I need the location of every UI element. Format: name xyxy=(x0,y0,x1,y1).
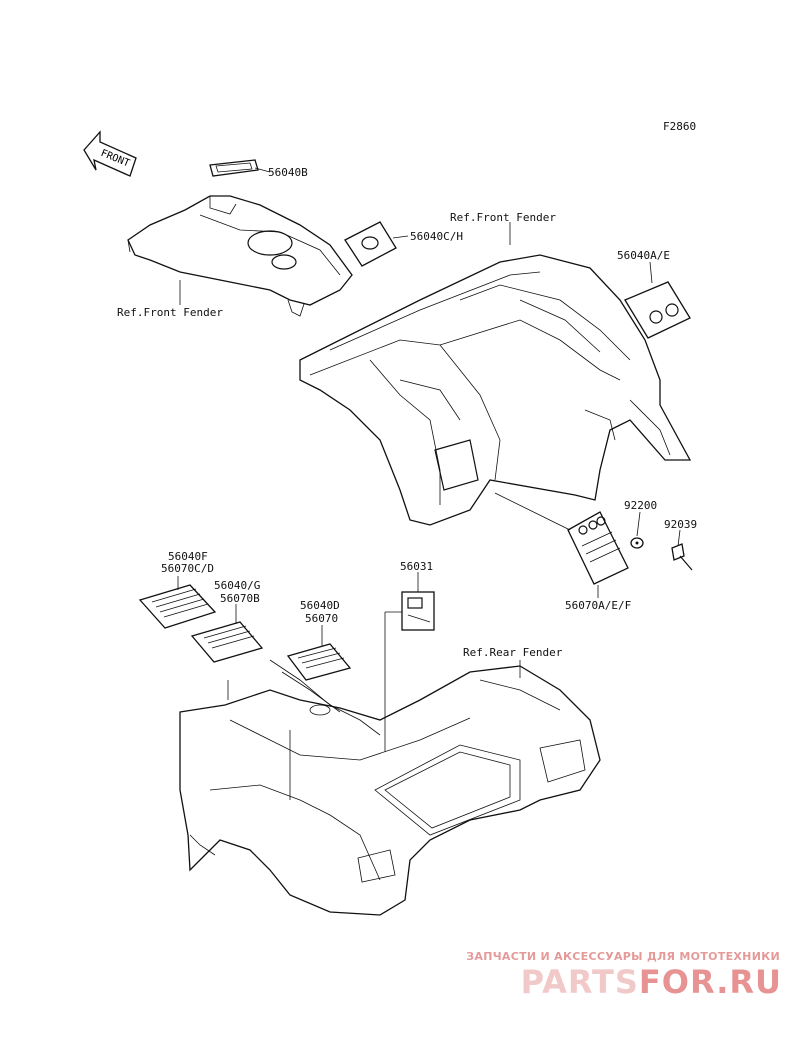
ref-front-fender-left: Ref.Front Fender xyxy=(117,306,223,319)
label-56040ch-part xyxy=(344,221,397,267)
part-number-56070aef: 56070A/E/F xyxy=(565,599,632,612)
ref-front-fender-top: Ref.Front Fender xyxy=(450,211,556,224)
label-56040ae-part xyxy=(624,281,691,339)
figure-code: F2860 xyxy=(663,120,697,133)
watermark-tagline: ЗАПЧАСТИ И АКСЕССУАРЫ ДЛЯ МОТОТЕХНИКИ xyxy=(466,950,780,963)
pad-56040g-part xyxy=(190,621,264,663)
front-arrow-icon: FRONT xyxy=(83,130,137,177)
part-number-56040g: 56040/G xyxy=(214,579,261,592)
rear-fender-part xyxy=(179,659,601,916)
label-56031-part xyxy=(401,591,435,631)
front-fender-main-part xyxy=(299,254,692,526)
part-number-56070cd: 56070C/D xyxy=(161,562,214,575)
part-number-92200: 92200 xyxy=(624,499,658,512)
part-number-56040f: 56040F xyxy=(168,550,208,563)
front-fender-cover-part xyxy=(127,195,353,317)
pad-56040f-part xyxy=(138,584,217,629)
pad-56040d-part xyxy=(286,643,352,681)
washer-92200-part xyxy=(630,537,644,549)
label-56070aef-part xyxy=(567,511,629,585)
screw-92039-part xyxy=(671,543,693,571)
part-number-56040ch: 56040C/H xyxy=(410,230,463,243)
part-number-56070: 56070 xyxy=(305,612,339,625)
watermark-logo: PARTSFOR.RU xyxy=(521,963,782,1001)
part-number-56040b: 56040B xyxy=(268,166,308,179)
part-number-56070b: 56070B xyxy=(220,592,260,605)
part-number-56040ae: 56040A/E xyxy=(617,249,670,262)
part-number-56040d: 56040D xyxy=(300,599,340,612)
ref-rear-fender: Ref.Rear Fender xyxy=(463,646,563,659)
watermark-logo-part1: PARTS xyxy=(520,963,639,1001)
watermark-logo-part2: FOR.RU xyxy=(638,963,782,1001)
part-number-56031: 56031 xyxy=(400,560,434,573)
part-number-92039: 92039 xyxy=(664,518,698,531)
label-56040b-part xyxy=(209,159,259,177)
